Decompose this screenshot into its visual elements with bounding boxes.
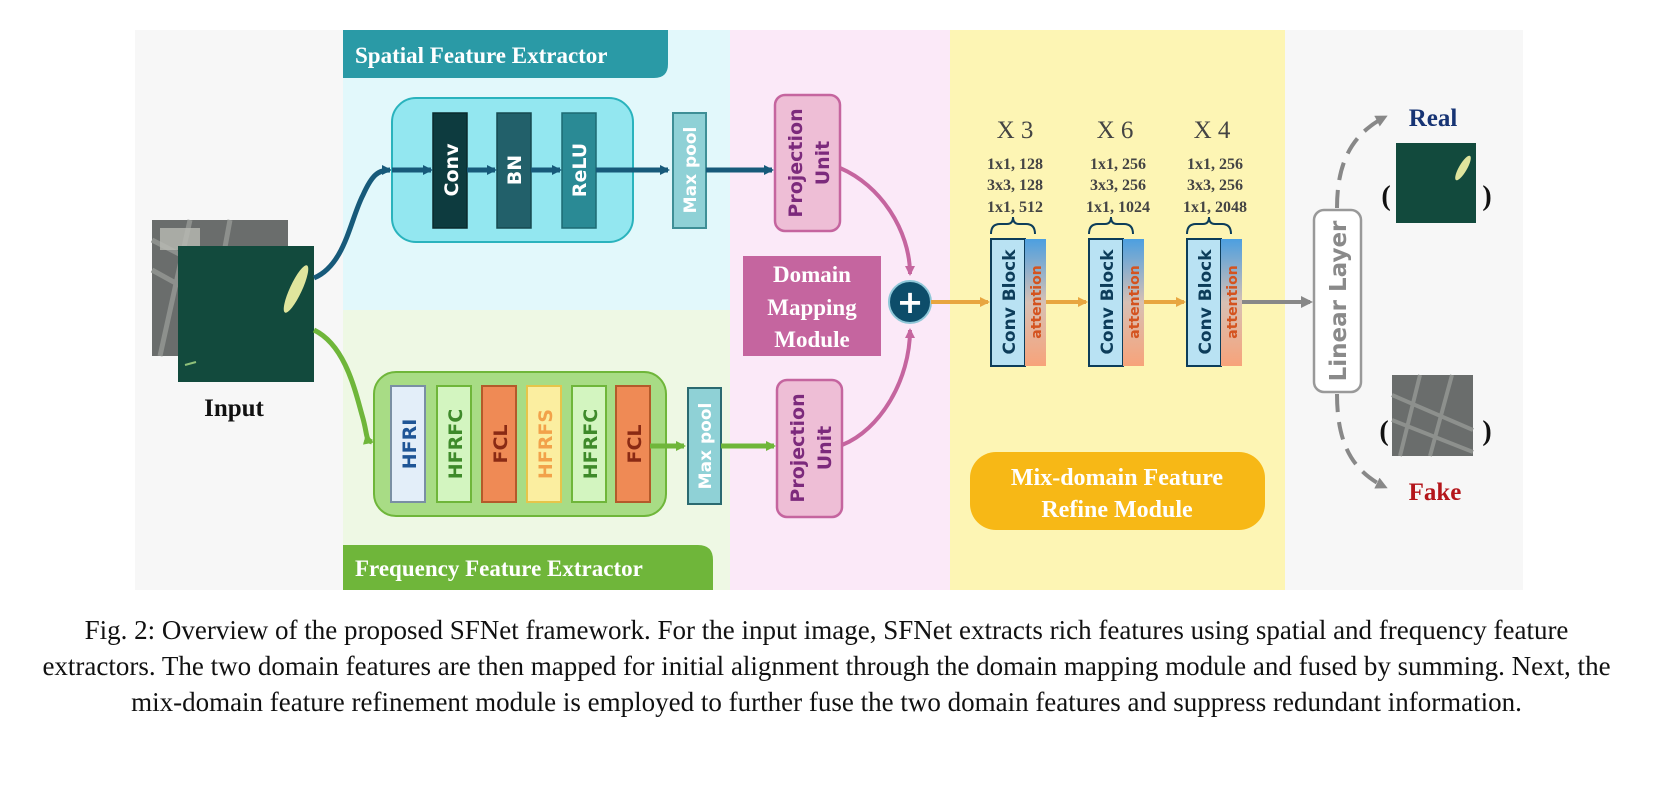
projection-unit-frequency-line2: Unit	[814, 426, 836, 471]
projection-unit-spatial: Projection Unit	[773, 93, 842, 233]
real-close-paren: )	[1482, 181, 1491, 212]
bn-label: BN	[504, 155, 526, 185]
frequency-to-fusion-arrow	[841, 328, 915, 447]
projection-unit-frequency: Projection Unit	[775, 378, 844, 519]
stage3-spec2: 3x3, 256	[1187, 177, 1243, 194]
refine-module-line2: Refine Module	[1041, 497, 1193, 523]
stage1-conv-block	[990, 238, 1026, 367]
real-label: Real	[1409, 105, 1458, 132]
stage3-spec3: 1x1, 2048	[1183, 199, 1247, 216]
hfrfc-label-2: HFRFC	[580, 409, 602, 479]
frequency-title: Frequency Feature Extractor	[355, 556, 643, 581]
spatial-title: Spatial Feature Extractor	[355, 43, 608, 68]
hfri-block: HFRI	[390, 385, 426, 503]
input-images	[150, 219, 314, 382]
real-open-paren: (	[1381, 181, 1390, 212]
stage1-spec3: 1x1, 512	[987, 199, 1043, 216]
input-label: Input	[204, 395, 264, 422]
stage2-spec3: 1x1, 1024	[1086, 199, 1150, 216]
domain-mapping-line2: Mapping	[767, 295, 857, 320]
input-image-ship	[178, 246, 314, 382]
stage2-brace	[1088, 216, 1134, 235]
domain-mapping-line1: Domain	[773, 262, 851, 287]
conv-block: Conv	[432, 112, 468, 229]
fusion-sum-symbol: +	[897, 283, 924, 321]
stage1-spec2: 3x3, 128	[987, 177, 1043, 194]
refine-module-label-box	[970, 452, 1265, 530]
frequency-title-tab	[343, 545, 713, 590]
sfnet-framework-diagram: Spatial Feature Extractor Frequency Feat…	[150, 30, 1492, 590]
real-image	[1396, 143, 1476, 223]
relu-block: ReLU	[561, 112, 597, 229]
hfrfc-label-1: HFRFC	[445, 409, 467, 479]
stage1-conv-label: Conv Block	[1000, 249, 1020, 355]
hfrfs-label: HFRFS	[535, 409, 557, 479]
stage2-attention	[1123, 239, 1144, 366]
stage2-repeat: X 6	[1097, 117, 1134, 144]
conv-label: Conv	[441, 143, 463, 197]
spatial-to-fusion-arrow	[839, 166, 915, 276]
domain-mapping-box	[743, 256, 881, 356]
stage1-attention-label: attention	[1029, 265, 1045, 338]
domain-mapping-line3: Module	[774, 327, 849, 352]
fcl-label-2: FCL	[624, 424, 646, 463]
stage3-attention-label: attention	[1225, 265, 1241, 338]
figure-caption: Fig. 2: Overview of the proposed SFNet f…	[42, 615, 1611, 717]
stage2-attention-label: attention	[1127, 265, 1143, 338]
frequency-maxpool: Max pool	[687, 387, 722, 505]
stage1-brace	[990, 216, 1036, 235]
fake-open-paren: (	[1379, 416, 1388, 447]
fake-close-paren: )	[1482, 416, 1491, 447]
spatial-title-tab	[343, 30, 668, 78]
frequency-maxpool-label: Max pool	[696, 403, 716, 490]
hfrfs-block: HFRFS	[526, 385, 562, 503]
hfrfc-block-1: HFRFC	[436, 385, 472, 503]
stage3-conv-block	[1186, 238, 1222, 367]
projection-unit-spatial-line2: Unit	[812, 141, 834, 186]
projection-unit-frequency-line1: Projection	[787, 393, 809, 502]
hfrfc-block-2: HFRFC	[571, 385, 607, 503]
linear-layer-box	[1312, 208, 1363, 394]
stage2-spec2: 3x3, 256	[1090, 177, 1146, 194]
input-to-frequency-arrow	[312, 327, 374, 445]
stage1-attention	[1025, 239, 1046, 366]
fcl-block-2: FCL	[615, 385, 651, 503]
stage1-repeat: X 3	[997, 117, 1034, 144]
to-fake-arrow	[1335, 393, 1388, 489]
stage2-spec1: 1x1, 256	[1090, 156, 1146, 173]
stage1-spec1: 1x1, 128	[987, 156, 1043, 173]
bn-block: BN	[496, 112, 532, 229]
input-to-spatial-arrow	[312, 165, 392, 281]
hfri-label: HFRI	[399, 419, 421, 470]
fcl-block-1: FCL	[481, 385, 517, 503]
stage3-conv-label: Conv Block	[1196, 249, 1216, 355]
stage3-attention	[1221, 239, 1242, 366]
to-real-arrow	[1335, 115, 1388, 209]
linear-layer-label: Linear Layer	[1326, 220, 1352, 381]
refine-module-line1: Mix-domain Feature	[1011, 465, 1224, 491]
spatial-maxpool: Max pool	[672, 112, 707, 229]
stage3-repeat: X 4	[1194, 117, 1231, 144]
spatial-maxpool-label: Max pool	[681, 127, 701, 214]
stage3-spec1: 1x1, 256	[1187, 156, 1243, 173]
fcl-label-1: FCL	[490, 424, 512, 463]
fake-label: Fake	[1409, 479, 1462, 506]
stage3-brace	[1186, 216, 1232, 235]
real-image-ship	[1455, 155, 1471, 181]
relu-label: ReLU	[569, 143, 591, 197]
projection-unit-spatial-line1: Projection	[785, 108, 807, 217]
ship-shape	[283, 265, 309, 313]
stage2-conv-label: Conv Block	[1098, 249, 1118, 355]
